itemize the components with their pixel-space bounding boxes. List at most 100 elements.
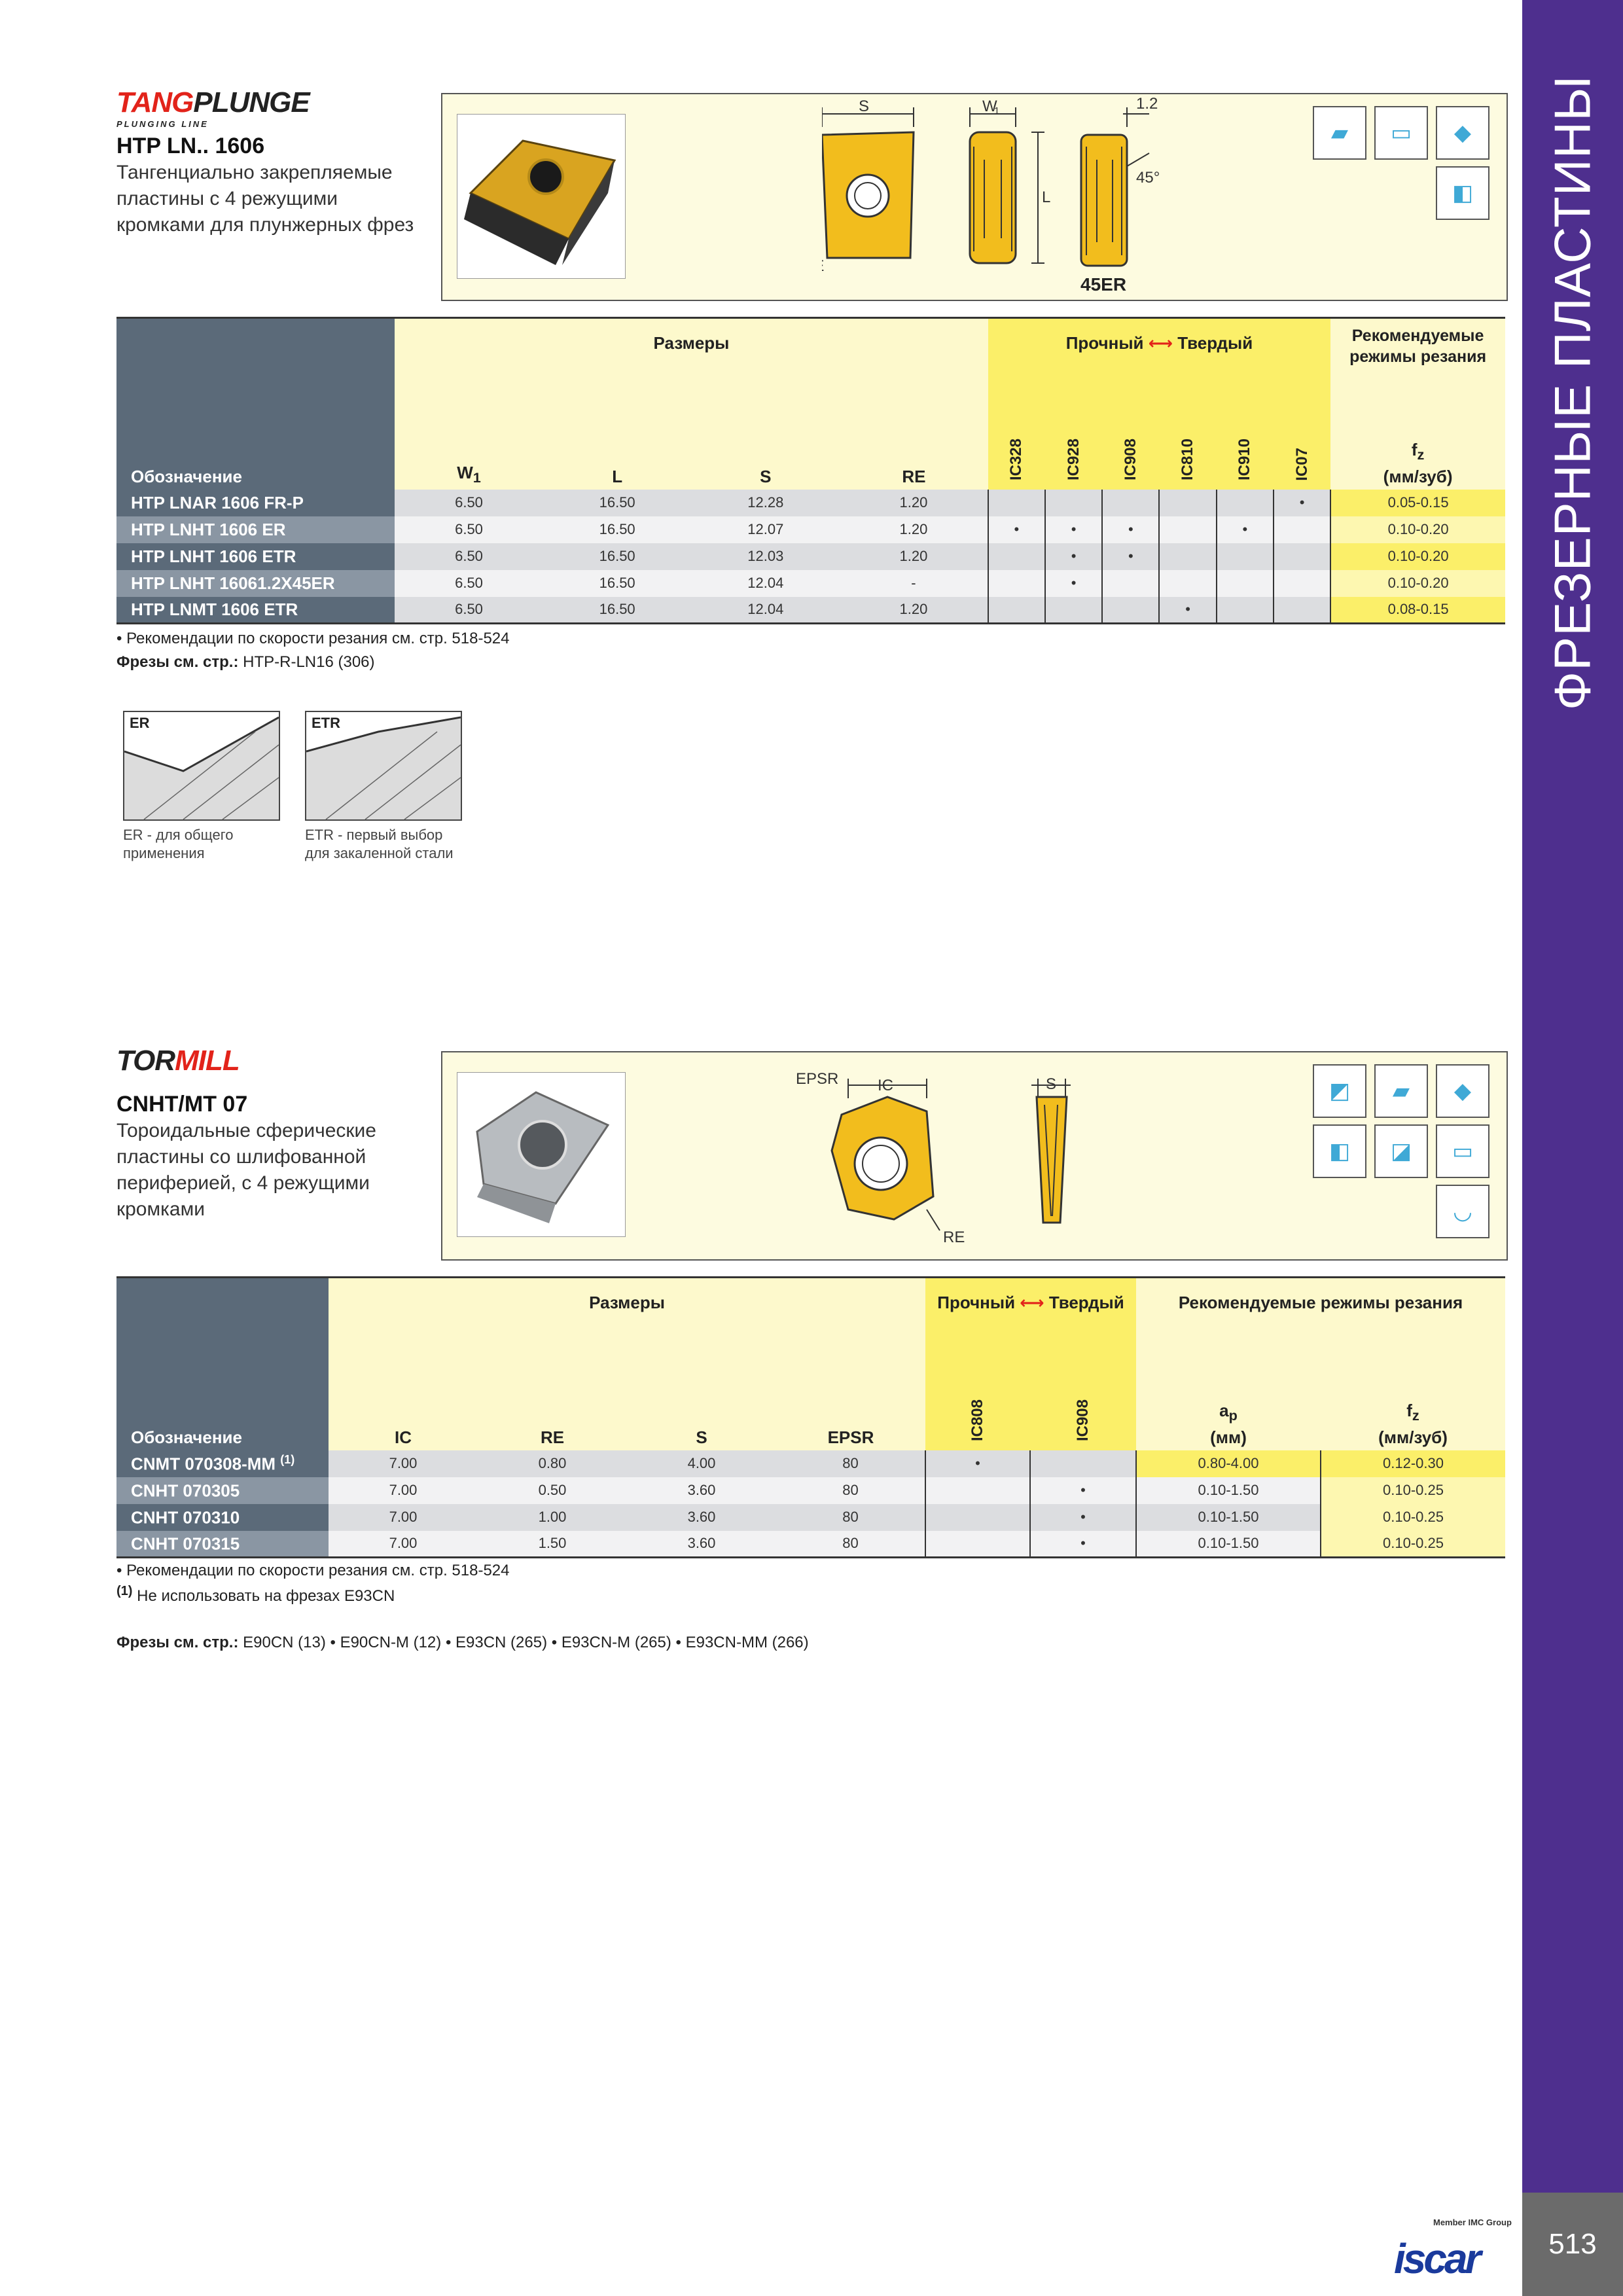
- insert-photo: [457, 1072, 626, 1237]
- application-pocket-icon: ▭: [1436, 1124, 1489, 1178]
- cell-l: 16.50: [543, 516, 692, 543]
- row-designation: HTP LNHT 16061.2X45ER: [116, 569, 395, 597]
- row-designation: CNHT 070310: [116, 1503, 329, 1531]
- page-number: 513: [1522, 2193, 1623, 2296]
- fz-unit: (мм/зуб): [1378, 1427, 1448, 1447]
- cell-w1: 6.50: [395, 596, 543, 624]
- grade-mark: [1215, 596, 1274, 624]
- application-shoulder-icon: ◧: [1436, 166, 1489, 220]
- dim-ic-label: IC: [878, 1077, 893, 1094]
- double-arrow-icon: ⟷: [1020, 1292, 1044, 1312]
- cell-re: 0.50: [478, 1477, 627, 1504]
- cell-fz: 0.08-0.15: [1330, 596, 1505, 624]
- grade-mark: [987, 596, 1045, 624]
- cell-fz: 0.10-0.20: [1330, 569, 1505, 597]
- grade-mark: [1272, 516, 1331, 543]
- cutters-reference: Фрезы см. стр.: HTP-R-LN16 (306): [116, 653, 375, 672]
- insert-photo-drawing: [476, 1091, 610, 1223]
- grade-mark: •: [1029, 1503, 1136, 1531]
- insert-figure-panel: S W 1 L RE 1.2 45° 45ER ▰ ▭ ◆ ◧: [441, 93, 1508, 301]
- footnote-marker: (1): [116, 1584, 133, 1598]
- tormill-table: Обозначение Размеры Прочный ⟷ Твердый Ре…: [116, 1276, 1505, 1558]
- grade-mark: [1272, 543, 1331, 570]
- col-ap-header: ap(мм): [1136, 1327, 1321, 1450]
- grade-ic808-label: IC808: [969, 1399, 986, 1442]
- row-designation: HTP LNMT 1606 ETR: [116, 596, 395, 624]
- grade-mark: •: [1044, 543, 1103, 570]
- row-designation-text: CNMT 070308-MM: [131, 1454, 276, 1474]
- grade-mark: [987, 489, 1045, 516]
- tangplunge-brand: TANGPLUNGE PLUNGING LINE: [116, 86, 310, 129]
- cell-l: 16.50: [543, 569, 692, 597]
- grade-mark: [1044, 489, 1103, 516]
- brand-logo: TANGPLUNGE: [116, 86, 310, 119]
- row-designation-text: CNHT 070310: [131, 1507, 240, 1528]
- grade-mark: [1044, 596, 1103, 624]
- grade-mark: [1215, 489, 1274, 516]
- application-face-icon: ◧: [1313, 1124, 1366, 1178]
- model-title: CNHT/MT 07: [116, 1092, 248, 1117]
- cell-fz: 0.10-0.25: [1320, 1477, 1505, 1504]
- insert-photo: [457, 114, 626, 279]
- cell-w1: 6.50: [395, 543, 543, 570]
- speed-note: • Рекомендации по скорости резания см. с…: [116, 630, 510, 647]
- grade-mark: •: [1029, 1530, 1136, 1558]
- cell-epsr: 80: [776, 1450, 925, 1477]
- col-w1-label: W: [457, 463, 473, 483]
- dim-w1-subscript: 1: [994, 105, 999, 117]
- col-re-header: RE: [478, 1327, 627, 1450]
- cell-re: 1.20: [840, 489, 988, 516]
- cell-ic: 7.00: [329, 1450, 478, 1477]
- logo-member-text: Member IMC Group: [1433, 2217, 1512, 2227]
- col-re-header: RE: [840, 367, 988, 490]
- grade-ic908-header: IC908: [1102, 367, 1160, 490]
- fz-subscript: z: [1412, 1407, 1419, 1424]
- ap-subscript: p: [1228, 1407, 1238, 1424]
- application-icons: ▰ ▭ ◆ ◧: [1313, 106, 1491, 220]
- grade-mark: [925, 1477, 1030, 1504]
- row-designation: CNHT 070305: [116, 1477, 329, 1504]
- cutters-reference: Фрезы см. стр.: E90CN (13) • E90CN-M (12…: [116, 1634, 809, 1652]
- cell-re: 0.80: [478, 1450, 627, 1477]
- cell-ap: 0.10-1.50: [1135, 1503, 1321, 1531]
- application-shoulder-icon: ◩: [1313, 1064, 1366, 1118]
- grade-ic328-label: IC328: [1007, 439, 1026, 481]
- cell-l: 16.50: [543, 489, 692, 516]
- grade-ic07-label: IC07: [1293, 447, 1311, 481]
- application-plunge-icon: ▰: [1313, 106, 1366, 160]
- profile-er-desc: ER - для общего применения: [123, 827, 234, 861]
- dim-re-label: RE: [943, 1229, 965, 1246]
- col-w1-header: W1: [395, 367, 543, 490]
- brand-part-b: MILL: [175, 1045, 240, 1077]
- insert-dimension-drawing: S W 1 L RE 1.2 45° 45ER: [822, 95, 1160, 295]
- cell-ap: 0.10-1.50: [1135, 1477, 1321, 1504]
- grade-ic928-header: IC928: [1044, 367, 1103, 490]
- profile-etr-label: ETR: [312, 715, 340, 731]
- grade-ic910-label: IC910: [1236, 439, 1254, 481]
- cell-ap: 0.80-4.00: [1135, 1450, 1321, 1477]
- model-description: Тангенциально закрепляемые пластины с 4 …: [116, 162, 414, 236]
- cell-re: -: [840, 569, 988, 597]
- fz-label: f: [1406, 1401, 1412, 1421]
- tormill-brand: TORMILL: [116, 1045, 240, 1077]
- grade-mark: [1215, 543, 1274, 570]
- grade-ic908-header: IC908: [1030, 1327, 1136, 1450]
- cell-fz: 0.10-0.20: [1330, 543, 1505, 570]
- cell-s: 4.00: [627, 1450, 776, 1477]
- cell-s: 3.60: [627, 1477, 776, 1504]
- recommended-header: Рекомендуемые режимы резания: [1136, 1277, 1505, 1327]
- fz-subscript: z: [1417, 446, 1425, 463]
- cell-s: 12.07: [691, 516, 840, 543]
- grade-ic328-header: IC328: [988, 367, 1045, 490]
- cell-re: 1.20: [840, 543, 988, 570]
- section-title-text: ФРЕЗЕРНЫЕ ПЛАСТИНЫ: [1543, 75, 1601, 711]
- col-s-header: S: [691, 367, 840, 490]
- dimensions-header: Размеры: [329, 1277, 925, 1327]
- grade-mark: •: [1272, 489, 1331, 516]
- cell-ic: 7.00: [329, 1530, 478, 1558]
- grade-mark: [1158, 569, 1217, 597]
- cell-l: 16.50: [543, 596, 692, 624]
- fz-label: f: [1411, 440, 1418, 460]
- dim-chamfer-label: 1.2: [1136, 95, 1158, 113]
